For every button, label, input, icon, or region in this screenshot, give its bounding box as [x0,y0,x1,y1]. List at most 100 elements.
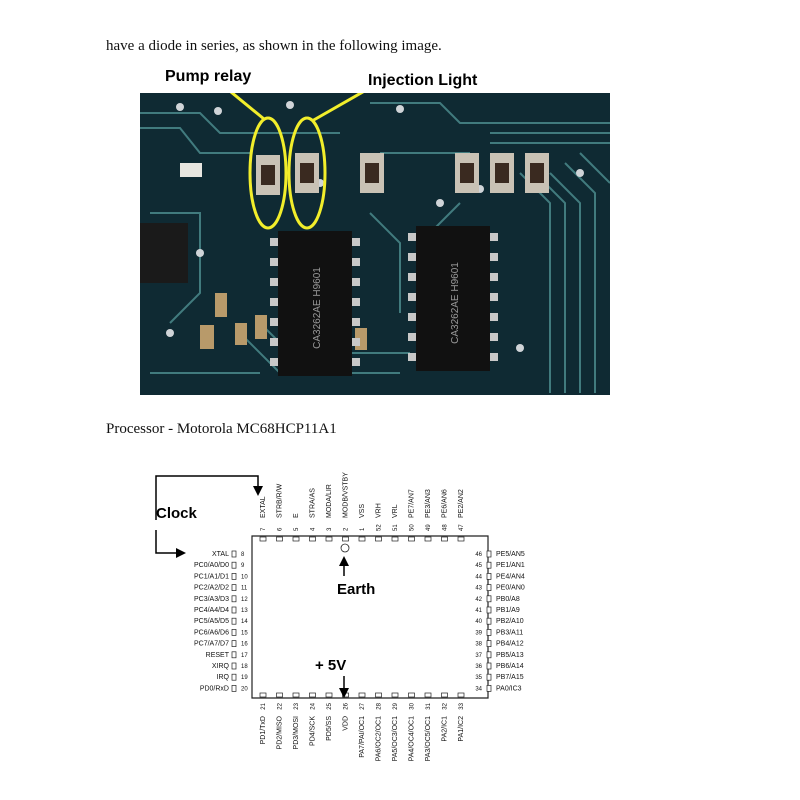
top-pin-name: VSS [359,504,366,518]
left-pin-pad [231,561,237,569]
right-pin-pad [486,673,492,681]
right-pin-name: PB5/A13 [496,652,524,659]
bottom-pin-pad [276,692,283,698]
left-pin-name: PC2/A2/D2 [194,585,229,592]
bottom-pin-name: PA1/IC2 [458,716,465,742]
bottom-pin-number: 22 [278,702,284,709]
left-pin-number: 8 [241,552,245,558]
right-pin-pad [486,573,492,580]
right-pin-name: PA0/IC3 [496,685,522,692]
top-pin-name: STRA/AS [310,488,317,518]
left-pin-name: PC1/A1/D1 [194,573,229,580]
chip-outline [251,535,489,699]
left-pin-name: PC5/A5/D5 [194,618,229,625]
top-pin-name: VRL [392,504,399,518]
top-pin-pad [457,536,465,542]
bottom-pin-number: 26 [344,702,350,709]
right-pin-pad [486,629,492,636]
right-pin-pad [486,606,492,614]
left-pin-name: XIRQ [212,663,230,670]
clock-connector-bottom [155,530,178,554]
right-pin-name: PE1/AN1 [496,562,525,569]
top-pin-pad [441,536,448,542]
bottom-pin-pad [391,692,399,698]
top-pin-pad [391,536,399,542]
left-pin-pad [231,662,237,670]
right-pin-name: PB2/A10 [496,618,524,625]
right-pin-number: 36 [475,664,482,670]
top-pin-pad [309,536,316,542]
left-pin-name: XTAL [212,551,229,558]
bottom-pin-pad [259,692,267,698]
right-pin-number: 43 [475,586,482,592]
right-pin-pad [486,595,492,603]
right-pin-number: 35 [475,675,482,681]
bottom-pin-pad [309,692,316,698]
top-pin-name: STRB/R/W [277,483,284,518]
right-pin-name: PB1/A9 [496,607,520,614]
right-pin-name: PB3/A11 [496,629,523,636]
pcb-photo: CA3262AE H9601 CA3262AE H9601 [140,81,611,395]
top-pin-name: PE3/AN3 [425,489,432,518]
top-pin-name: MODB/VSTBY [343,472,350,518]
bottom-pin-number: 31 [426,702,432,709]
bottom-pin-name: PA6/OC2/OC1 [376,716,383,761]
top-pin-name: VRH [376,503,383,518]
vplus-label: + 5V [315,657,346,674]
clock-label: Clock [156,505,198,522]
pcb-photo-drawing: CA3262AE H9601 CA3262AE H9601 [140,81,611,395]
left-pin-number: 13 [241,608,248,614]
top-pin-number: 50 [410,524,416,531]
bottom-pin-number: 21 [261,702,267,709]
bottom-pin-pad [441,692,448,698]
left-pin-number: 20 [241,686,248,692]
top-pin-number: 4 [311,527,317,531]
right-pin-number: 40 [475,619,482,625]
bottom-pin-number: 27 [360,702,366,709]
left-pin-pad [231,673,237,681]
bottom-pin-name: PD4/SCK [310,716,317,746]
right-pin-name: PB0/A8 [496,596,520,603]
right-pin-number: 37 [475,653,482,659]
left-pin-name: RESET [206,652,230,659]
bottom-pin-pad [325,692,333,698]
bottom-pin-pad [424,692,432,698]
left-pin-number: 16 [241,642,248,648]
bottom-pin-name: PD5/SS [326,716,333,741]
clock-arrow-bottom-icon [176,548,186,558]
left-pin-pad [231,629,237,636]
clock-connector-top [155,475,259,520]
left-pin-pad [231,651,237,659]
paragraph-intro: have a diode in series, as shown in the … [106,38,442,54]
pin1-marker [340,543,350,553]
top-pin-number: 52 [377,524,383,531]
chip-marking-right: CA3262AE H9601 [450,262,461,344]
bottom-pin-number: 33 [459,702,465,709]
processor-caption: Processor - Motorola MC68HCP11A1 [106,421,337,437]
bottom-pin-name: PD2/MISO [277,715,284,749]
injection-light-label: Injection Light [368,72,478,89]
left-pin-name: PD0/RxD [200,685,229,692]
right-pin-name: PB6/A14 [496,663,524,670]
right-pin-name: PB7/A15 [496,674,524,681]
top-pin-pad [375,536,382,542]
left-pin-number: 15 [241,630,248,636]
right-pin-number: 45 [475,563,482,569]
left-pin-number: 11 [241,586,248,592]
right-pin-name: PE4/AN4 [496,573,525,580]
right-pin-pad [486,561,492,569]
top-pin-pad [292,536,300,542]
bottom-pin-name: PA7/PAI/OC1 [359,716,366,758]
right-pin-number: 34 [475,686,482,692]
ic-chip-right [416,226,490,371]
top-pin-number: 2 [344,527,350,531]
top-pin-name: PE2/AN2 [458,489,465,518]
left-pin-number: 19 [241,675,248,681]
bottom-pin-number: 24 [311,702,317,709]
top-pin-pad [276,536,283,542]
top-pin-name: E [293,513,300,518]
bottom-pin-number: 30 [410,702,416,709]
bottom-pin-number: 29 [393,702,399,709]
bottom-pin-name: PA4/OC4/OC1 [409,716,416,761]
